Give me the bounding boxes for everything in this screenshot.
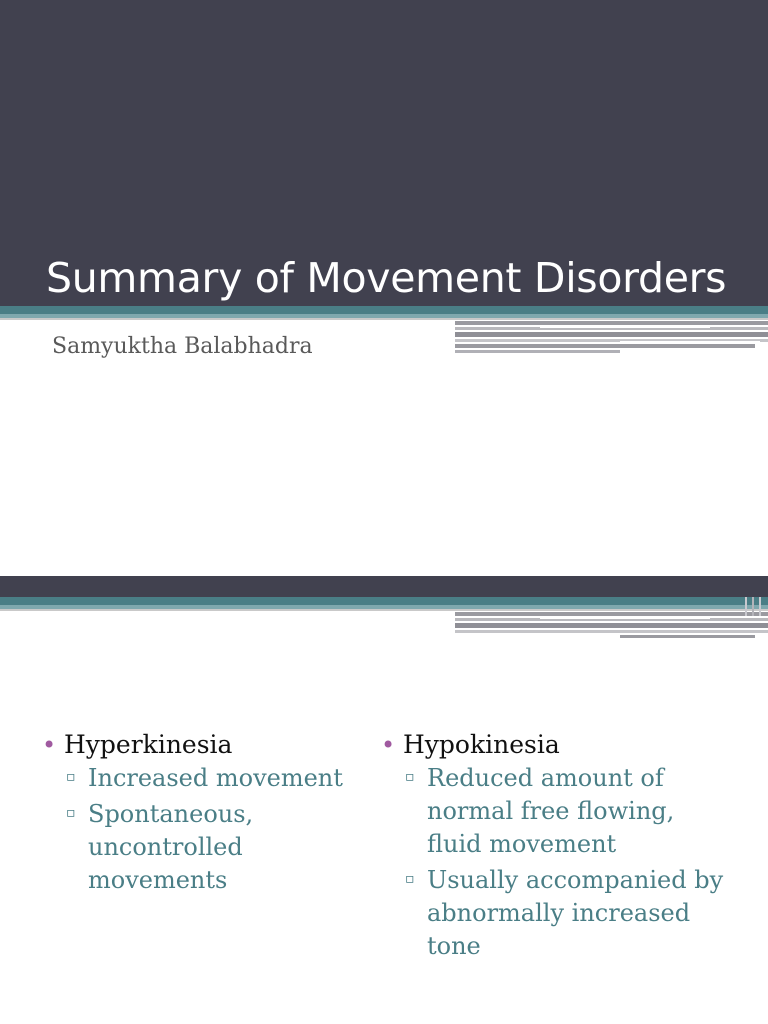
sub-bullet-item: ▫Usually accompanied by abnormally incre… xyxy=(405,864,726,963)
hyperkinesia-column: • Hyperkinesia ▫Increased movement ▫Spon… xyxy=(42,728,387,897)
hypokinesia-column: • Hypokinesia ▫Reduced amount of normal … xyxy=(381,728,726,963)
decorative-stripes xyxy=(0,306,768,353)
bullet-item: • Hyperkinesia xyxy=(42,728,387,762)
sub-bullet-item: ▫Reduced amount of normal free flowing, … xyxy=(405,762,726,861)
content-slide: • Hyperkinesia ▫Increased movement ▫Spon… xyxy=(0,576,768,1024)
sub-bullet-item: ▫Spontaneous, uncontrolled movements xyxy=(66,798,387,897)
slide-subtitle: Samyuktha Balabhadra xyxy=(52,334,313,359)
sub-bullet-list: ▫Increased movement ▫Spontaneous, uncont… xyxy=(42,762,387,897)
square-bullet-icon: ▫ xyxy=(405,871,415,887)
bullet-item: • Hypokinesia xyxy=(381,728,726,762)
bullet-dot-icon: • xyxy=(381,731,396,759)
sub-bullet-item: ▫Increased movement xyxy=(66,762,387,795)
square-bullet-icon: ▫ xyxy=(66,805,76,821)
title-band xyxy=(0,0,768,312)
square-bullet-icon: ▫ xyxy=(66,769,76,785)
slide-title: Summary of Movement Disorders xyxy=(46,254,727,302)
bullet-dot-icon: • xyxy=(42,731,57,759)
bullet-heading: Hyperkinesia xyxy=(64,730,233,759)
decorative-stripes xyxy=(0,597,768,638)
title-slide: Summary of Movement Disorders Samyuktha … xyxy=(0,0,768,359)
sub-bullet-list: ▫Reduced amount of normal free flowing, … xyxy=(381,762,726,963)
square-bullet-icon: ▫ xyxy=(405,769,415,785)
bullet-heading: Hypokinesia xyxy=(403,730,560,759)
